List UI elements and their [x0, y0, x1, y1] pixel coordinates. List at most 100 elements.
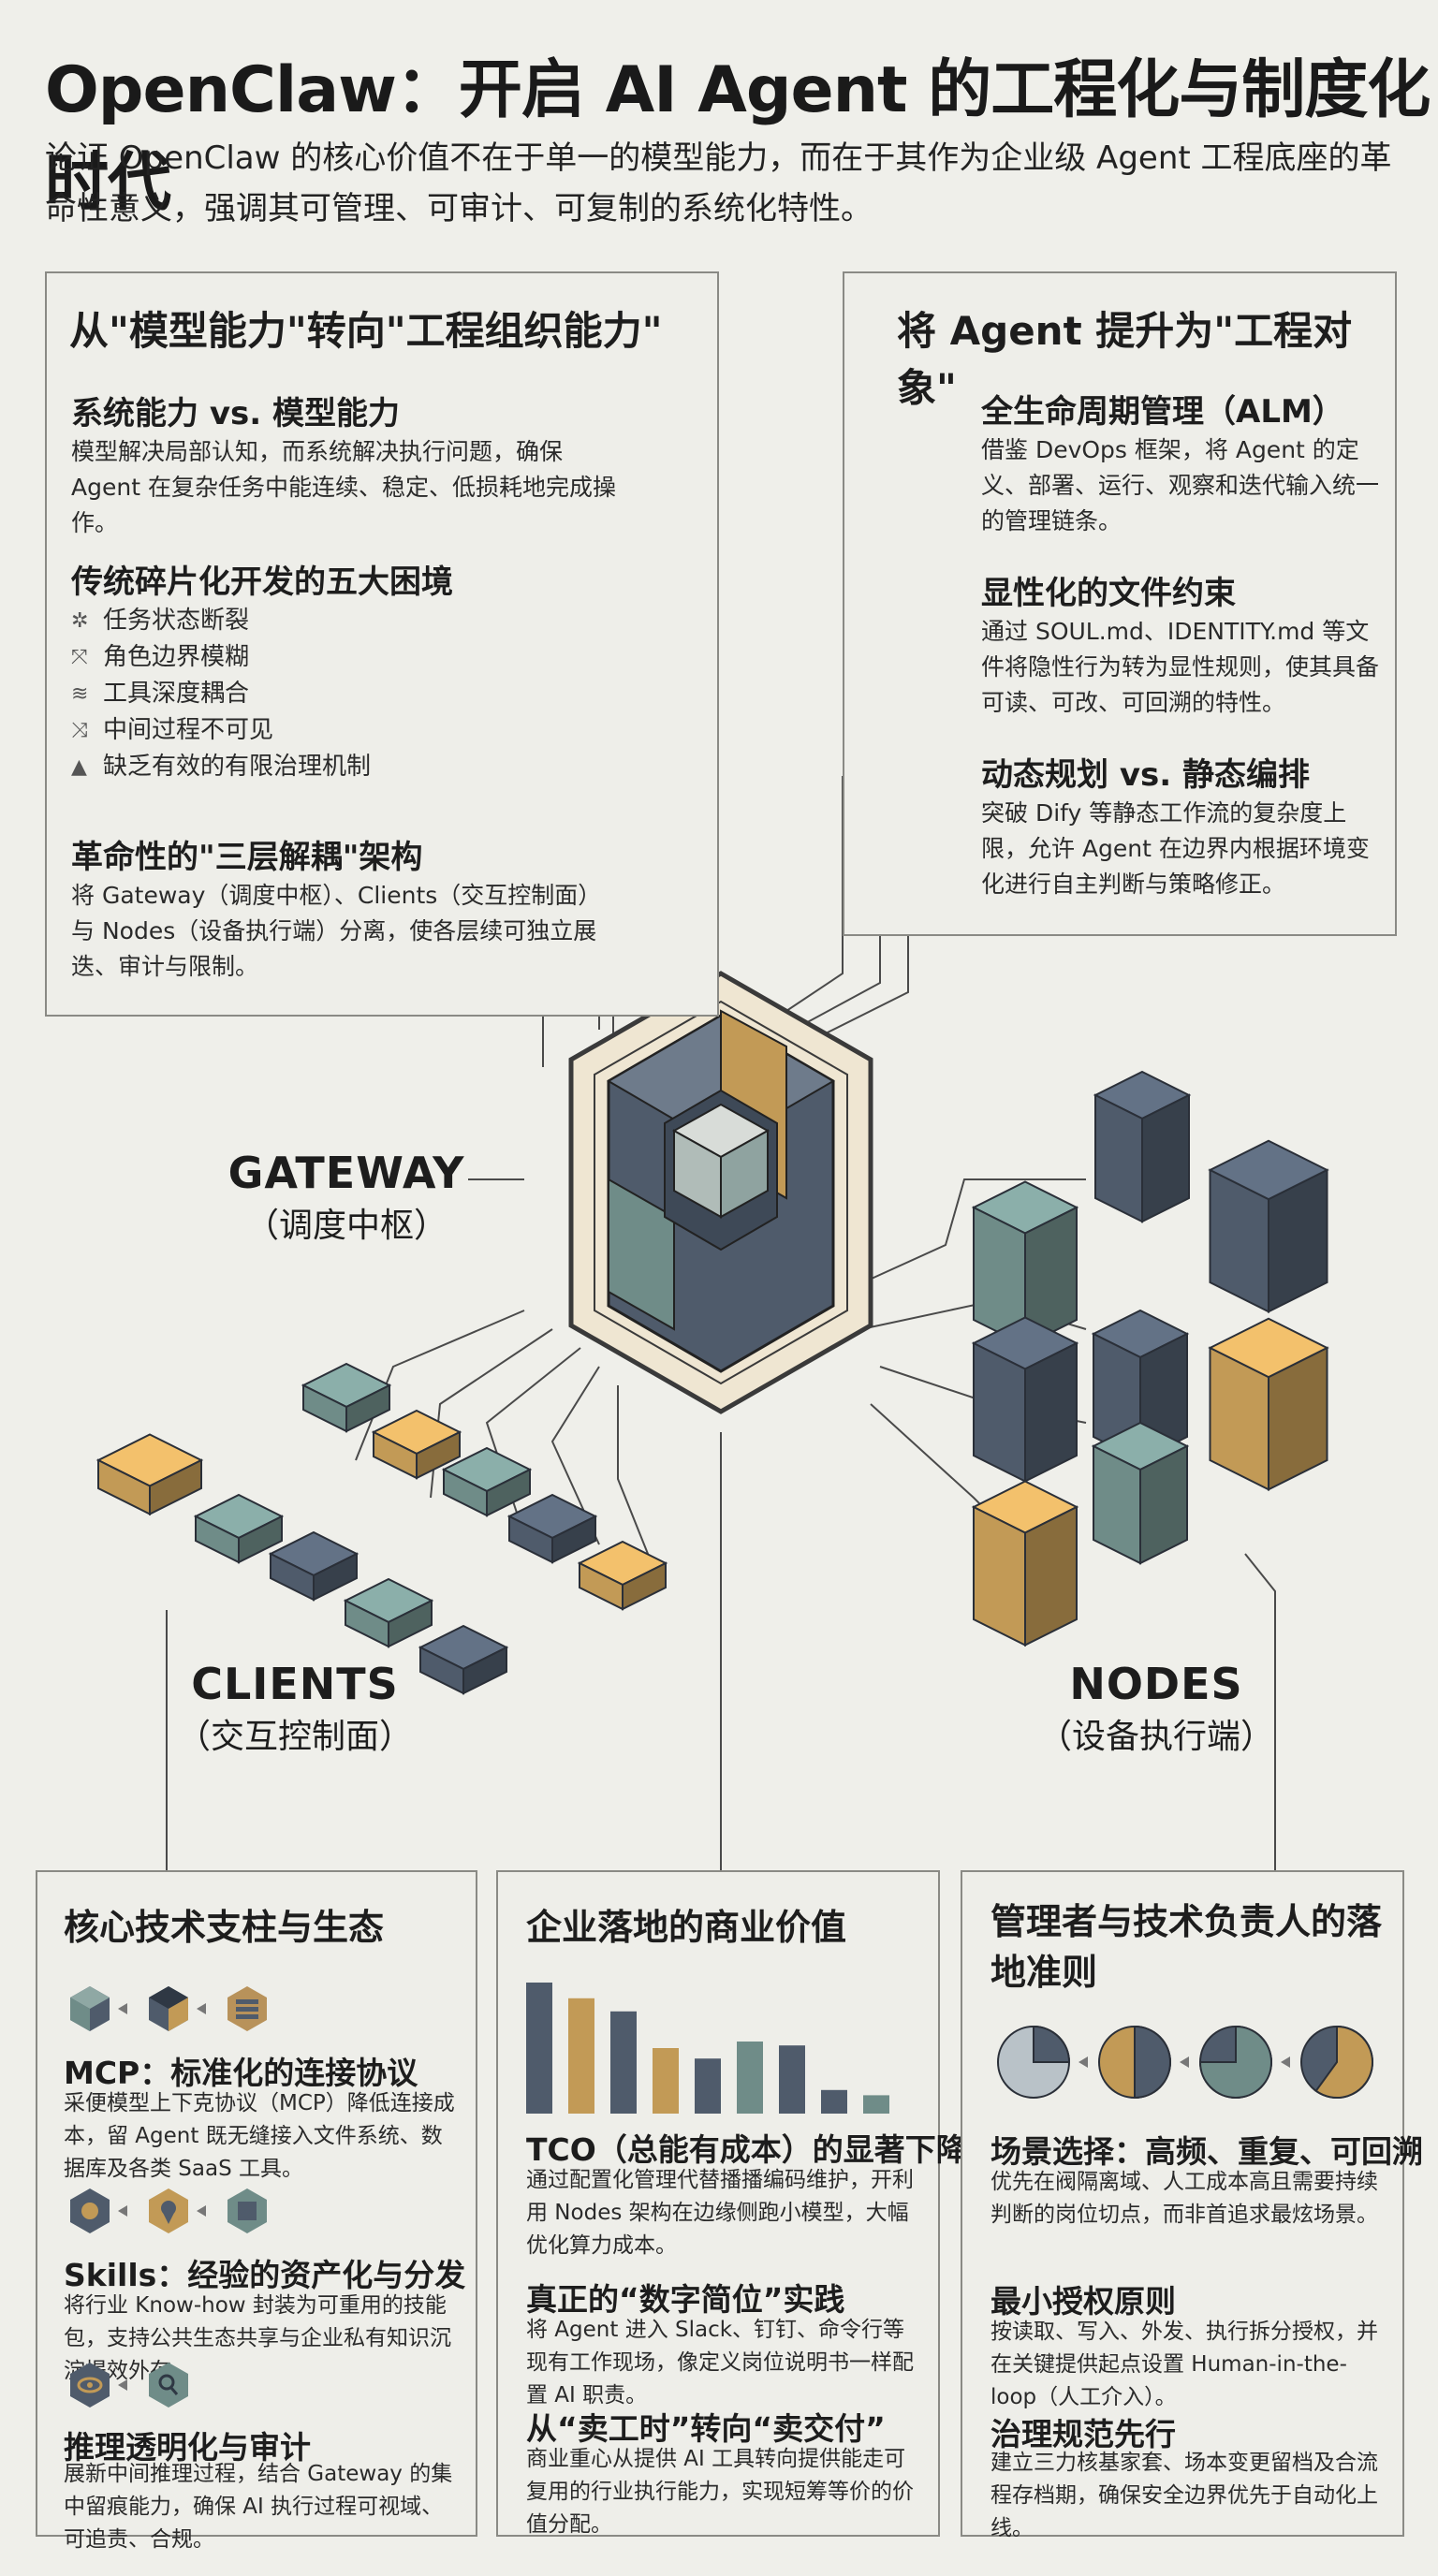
gateway-label: GATEWAY （调度中枢）	[215, 1148, 477, 1247]
left-sec2-title: 传统碎片化开发的五大困境	[71, 564, 453, 601]
right-panel-title: 将 Agent 提升为"工程对象"	[897, 308, 1353, 411]
gateway-label-en: GATEWAY	[227, 1148, 465, 1198]
bar	[653, 2048, 679, 2114]
bl-s3-body: 展新中间推理过程，结合 Gateway 的集中留痕能力，确保 AI 执行过程可视…	[64, 2462, 453, 2552]
left-panel-title: 从"模型能力"转向"工程组织能力"	[69, 308, 663, 354]
cross-arrows-icon: ⤧	[71, 646, 88, 669]
right-sec3-title: 动态规划 vs. 静态编排	[981, 756, 1310, 794]
br-s2-body: 按读取、写入、外发、执行拆分授权，并在关键提供起点设置 Human-in-the…	[990, 2320, 1378, 2409]
snowflake-icon: ✲	[71, 609, 89, 633]
right-sec2-title: 显性化的文件约束	[981, 575, 1236, 612]
bottom-left-title: 核心技术支柱与生态	[64, 1907, 385, 1948]
bm-s3-title: 从“卖工时”转向“卖交付”	[526, 2410, 886, 2447]
skills-icons-row	[70, 2188, 267, 2233]
list-item: ✲任务状态断裂	[71, 603, 633, 639]
pie-icon	[1098, 2025, 1189, 2100]
bm-s3-body: 商业重心从提供 AI 工具转向提供能走可复用的行业执行能力，实现短筹等价的价值分…	[526, 2447, 914, 2537]
nodes-label-en: NODES	[1069, 1659, 1243, 1709]
cube-icon	[149, 1986, 188, 2031]
left-sec1-body: 模型解决局部认知，而系统解决执行问题，确保 Agent 在复杂任务中能连续、稳定…	[71, 438, 616, 536]
dilemma-list: ✲任务状态断裂 ⤧角色边界模糊 ≋工具深度耦合 ⤨中间过程不可见 ▲缺乏有效的有…	[71, 603, 633, 785]
left-sec1-title: 系统能力 vs. 模型能力	[71, 395, 400, 432]
br-s1-title: 场景选择：高频、重复、可回溯	[990, 2133, 1423, 2170]
client-cube	[441, 1446, 533, 1517]
list-item: ≋工具深度耦合	[71, 676, 633, 712]
puzzle-icon	[70, 2188, 110, 2233]
audit-icons-row	[70, 2363, 188, 2408]
bar	[568, 1998, 594, 2114]
page-title: OpenClaw：开启 AI Agent 的工程化与制度化时代	[45, 53, 1431, 220]
bottom-mid-panel: 企业落地的商业价值 TCO（总能有成本）的显著下降 通过配置化管理代替播播编码维…	[496, 1870, 967, 2537]
bar	[863, 2095, 889, 2114]
cost-bar-chart	[526, 1983, 889, 2114]
bm-s1-title: TCO（总能有成本）的显著下降	[526, 2131, 967, 2168]
bar	[695, 2058, 721, 2114]
shuffle-icon: ⤨	[71, 719, 88, 742]
client-cube	[343, 1577, 434, 1648]
eye-icon	[70, 2363, 110, 2408]
bar	[526, 1983, 552, 2114]
client-cube	[371, 1409, 462, 1480]
left-sec3-body: 将 Gateway（调度中枢）、Clients（交互控制面）与 Nodes（设备…	[71, 882, 602, 980]
gateway-label-zh: （调度中枢）	[244, 1207, 448, 1245]
left-panel: 从"模型能力"转向"工程组织能力" 系统能力 vs. 模型能力 模型解决局部认知…	[45, 271, 719, 1017]
client-cube	[193, 1493, 285, 1564]
node-cube	[1091, 1421, 1190, 1565]
pie-icon	[1300, 2025, 1373, 2099]
edit-icon	[227, 2188, 267, 2233]
pie-icon	[997, 2025, 1088, 2099]
list-item: ⤧角色边界模糊	[71, 639, 633, 676]
bm-s2-body: 将 Agent 进入 Slack、钉钉、命令行等现有工作现场，像定义岗位说明书一…	[526, 2318, 914, 2408]
clients-label-zh: （交互控制面）	[176, 1718, 413, 1756]
right-sec1-body: 借鉴 DevOps 框架，将 Agent 的定义、部署、运行、观察和迭代输入统一…	[981, 436, 1380, 534]
node-cube	[1208, 1139, 1329, 1313]
right-sec3-body: 突破 Dify 等静态工作流的复杂度上限，允许 Agent 在边界内根据环境变化…	[981, 799, 1370, 898]
client-cube	[506, 1493, 598, 1564]
bottom-right-panel: 管理者与技术负责人的落地准则 场景选择：高频、重复、可回溯 优先在阀隔离域、人工…	[961, 1870, 1423, 2540]
bar	[737, 2042, 763, 2114]
clients-label: CLIENTS （交互控制面）	[150, 1659, 440, 1758]
bl-s1-title: MCP：标准化的连接协议	[64, 2055, 418, 2091]
bl-s3-title: 推理透明化与审计	[64, 2429, 311, 2466]
br-s3-body: 建立三力核基家套、场本变更留档及合流程存档期，确保安全边界优先于自动化上线。	[990, 2451, 1378, 2540]
bm-s2-title: 真正的“数字简位”实践	[526, 2281, 845, 2318]
node-cube	[1208, 1317, 1329, 1491]
node-cube	[1093, 1070, 1192, 1223]
node-cube	[971, 1180, 1079, 1348]
list-item: ▲缺乏有效的有限治理机制	[71, 749, 633, 785]
client-cube	[301, 1362, 392, 1433]
right-panel: 将 Agent 提升为"工程对象" 全生命周期管理（ALM） 借鉴 DevOps…	[843, 271, 1397, 936]
nodes-label: NODES （设备执行端）	[1011, 1659, 1301, 1758]
left-sec3-title: 革命性的"三层解耦"架构	[71, 839, 423, 876]
bottom-left-panel: 核心技术支柱与生态 MCP：标准化的连接协议 采便模型上下克协议（MCP）降低连…	[36, 1870, 477, 2552]
layers-icon	[227, 1986, 267, 2031]
bl-s2-title: Skills：经验的资产化与分发	[64, 2257, 466, 2293]
warning-icon: ▲	[71, 755, 87, 779]
node-cube	[971, 1316, 1079, 1484]
layers-icon: ≋	[71, 682, 89, 706]
node-cube	[971, 1480, 1079, 1647]
cube-icons-row	[70, 1986, 267, 2031]
client-cube	[268, 1530, 360, 1602]
right-sec1-title: 全生命周期管理（ALM）	[981, 393, 1344, 431]
list-item: ⤨中间过程不可见	[71, 712, 633, 749]
pie-icons-row	[997, 2025, 1373, 2100]
client-cube	[418, 1624, 509, 1695]
clients-label-en: CLIENTS	[191, 1659, 399, 1709]
bm-s1-body: 通过配置化管理代替播播编码维护，开利用 Nodes 架构在边缘侧跑小模型，大幅优…	[526, 2168, 914, 2258]
location-icon	[149, 2188, 188, 2233]
right-sec2-body: 通过 SOUL.md、IDENTITY.md 等文件将隐性行为转为显性规则，使其…	[981, 618, 1380, 716]
nodes-label-zh: （设备执行端）	[1037, 1718, 1274, 1756]
bottom-right-title: 管理者与技术负责人的落地准则	[990, 1901, 1383, 1993]
bl-s1-body: 采便模型上下克协议（MCP）降低连接成本，留 Agent 既无缝接入文件系统、数…	[64, 2091, 455, 2181]
page-subtitle: 论证 OpenClaw 的核心价值不在于单一的模型能力，而在于其作为企业级 Ag…	[45, 139, 1392, 227]
client-cube	[95, 1433, 204, 1516]
br-s3-title: 治理规范先行	[990, 2416, 1176, 2452]
bar	[779, 2045, 805, 2114]
bar	[610, 2011, 637, 2114]
bottom-mid-title: 企业落地的商业价值	[526, 1907, 847, 1948]
client-cube	[577, 1540, 668, 1611]
bar	[821, 2089, 847, 2114]
cube-icon	[70, 1986, 110, 2031]
search-icon	[149, 2363, 188, 2408]
